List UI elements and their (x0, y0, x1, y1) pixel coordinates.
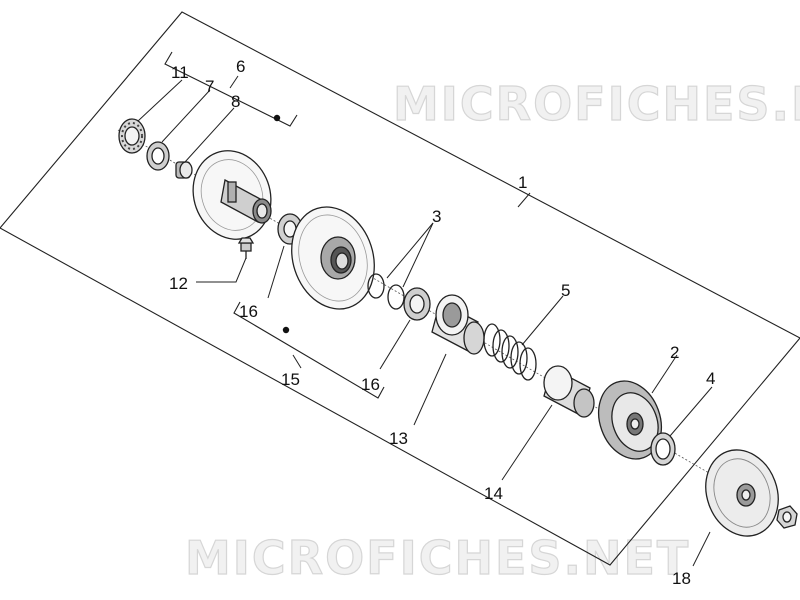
callout-13: 13 (389, 429, 408, 448)
clutch-bell-18 (705, 449, 798, 537)
screw-12 (237, 237, 255, 259)
callout-11: 11 (171, 63, 189, 82)
callout-16-lower: 16 (361, 375, 380, 394)
washer-4 (650, 432, 676, 466)
callout-7: 7 (205, 77, 214, 96)
o-rings-3 (367, 273, 405, 310)
callout-15: 15 (281, 370, 300, 389)
sleeve-13 (431, 294, 485, 355)
leader-8 (184, 107, 235, 163)
leader-3b (402, 222, 434, 288)
callout-4: 4 (706, 369, 715, 388)
callout-8: 8 (231, 92, 240, 111)
spring-5 (483, 323, 537, 381)
leader-16a (267, 245, 285, 299)
callout-18: 18 (672, 569, 691, 588)
callout-2: 2 (670, 343, 679, 362)
reference-dot-lower (282, 326, 290, 334)
callout-6: 6 (236, 57, 245, 76)
roller-bearing-8 (175, 161, 193, 179)
leader-4 (669, 386, 713, 437)
seal-7 (146, 141, 170, 171)
leader-3a (386, 222, 434, 279)
movable-pulley-half (291, 206, 375, 310)
clutch-2 (598, 380, 662, 460)
bracket-6 (164, 51, 298, 127)
leader-1 (517, 192, 531, 208)
fixed-pulley-half (192, 150, 272, 240)
leader-5 (521, 295, 564, 346)
callout-16-upper: 16 (239, 302, 258, 321)
spacer-14 (543, 365, 595, 418)
bracket-15 (233, 301, 385, 399)
reference-dot-upper (273, 114, 281, 122)
callout-1: 1 (518, 173, 527, 192)
watermark-bottom: MICROFICHES.NET (185, 531, 690, 585)
leader-2 (651, 354, 678, 394)
leader-14 (501, 404, 553, 481)
watermark-top: MICROFICHES.NET (393, 77, 800, 131)
leader-7 (161, 89, 211, 143)
bearing-11 (118, 118, 146, 154)
assembly-frame-1 (0, 11, 800, 566)
leader-13 (413, 353, 447, 426)
leader-15 (292, 354, 302, 369)
leader-11 (137, 79, 183, 122)
callout-12: 12 (169, 274, 188, 293)
leader-6 (229, 75, 239, 89)
leader-18 (692, 531, 711, 567)
leader-12 (196, 257, 247, 283)
callout-3: 3 (432, 207, 441, 226)
callout-5: 5 (561, 281, 570, 300)
leader-16b (379, 319, 411, 370)
bearing-16-lower (403, 287, 431, 321)
callout-14: 14 (484, 484, 503, 503)
